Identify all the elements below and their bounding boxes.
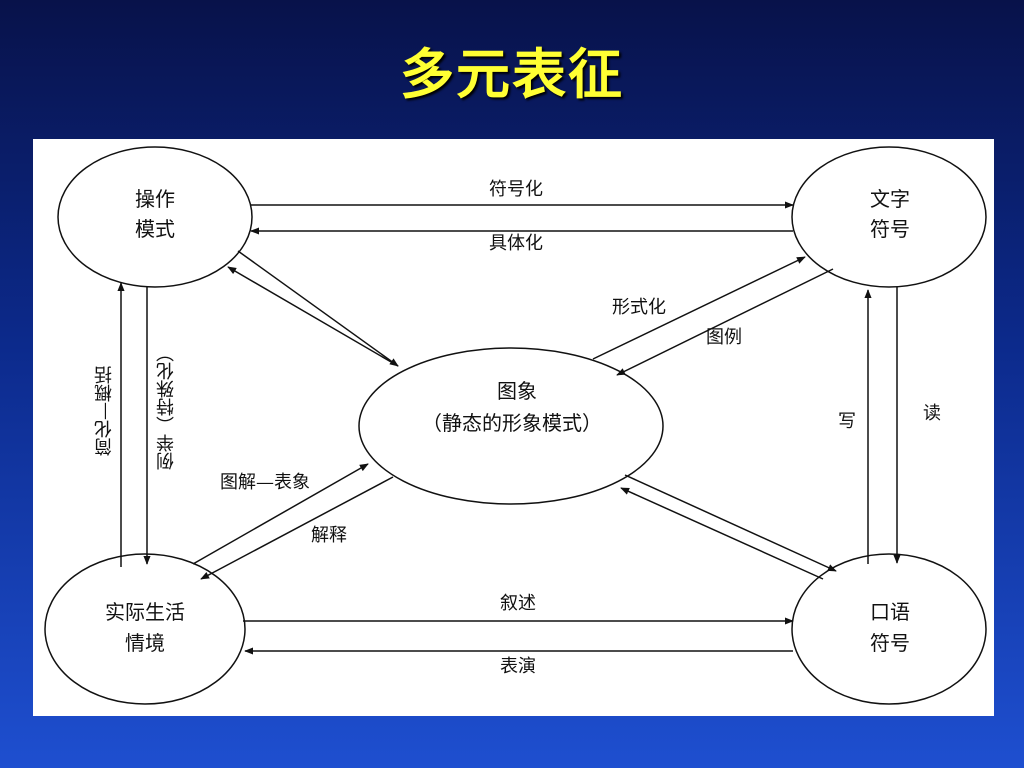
node-written: [791, 146, 987, 288]
arrow-op-image-a: [227, 266, 399, 367]
diagram-svg: 操作 模式 文字 符号 图象 （静态的形象模式） 实际生活 情境 口语 符号: [44, 146, 987, 705]
edge-label-image-to-real: 解释: [311, 525, 347, 546]
diagram-panel: 操作 模式 文字 符号 图象 （静态的形象模式） 实际生活 情境 口语 符号: [33, 139, 994, 716]
slide-title: 多元表征: [400, 43, 624, 106]
arrow-op-image-b: [237, 250, 399, 367]
node-oral-line2: 符号: [870, 631, 910, 655]
edge-label-op-to-real: 例举（特殊化）: [156, 344, 177, 470]
node-oral-line1: 口语: [870, 600, 910, 624]
node-image-line1: 图象: [497, 379, 537, 403]
edge-label-real-to-oral: 叙述: [500, 593, 536, 614]
edge-label-real-to-image: 图解—表象: [220, 472, 310, 493]
arrow-image-oral-b: [620, 487, 824, 580]
edge-label-oral-to-real: 表演: [500, 656, 536, 677]
edge-label-written-to-oral: 读: [920, 403, 941, 421]
node-operation-line2: 模式: [135, 217, 175, 241]
node-written-line1: 文字: [870, 187, 910, 211]
arrow-image-to-real: [200, 476, 394, 580]
node-real-line2: 情境: [125, 631, 165, 655]
node-operation-line1: 操作: [135, 187, 175, 211]
arrow-written-to-image: [616, 268, 834, 376]
node-image-line2: （静态的形象模式）: [422, 411, 602, 435]
edge-label-image-to-written: 形式化: [612, 297, 666, 318]
edge-label-real-to-op: 简化—概括: [94, 366, 115, 456]
edge-label-op-to-written: 符号化: [489, 179, 543, 200]
edge-label-written-to-op: 具体化: [489, 233, 543, 254]
node-oral: [791, 553, 987, 705]
arrow-image-to-written: [592, 256, 806, 360]
edge-label-written-to-image: 图例: [706, 327, 742, 348]
node-real: [44, 553, 246, 705]
arrow-real-to-image: [192, 463, 369, 565]
node-operation: [57, 146, 253, 288]
node-real-line1: 实际生活: [105, 600, 185, 624]
edge-label-oral-to-written: 写: [835, 411, 856, 429]
node-written-line2: 符号: [870, 217, 910, 241]
arrow-image-oral-a: [624, 474, 837, 572]
node-image: [358, 347, 664, 505]
